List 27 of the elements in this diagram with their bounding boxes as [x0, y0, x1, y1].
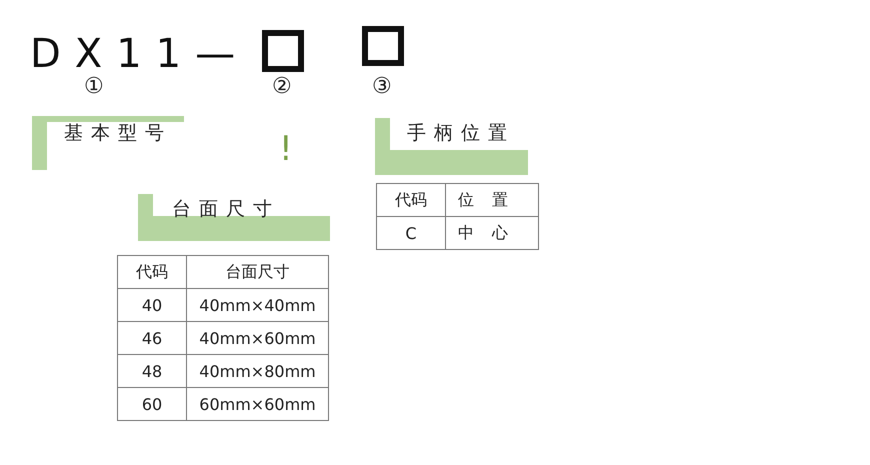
- callout-number: ①: [84, 76, 104, 98]
- table-cell: 48: [142, 362, 162, 380]
- callout-number: ③: [372, 76, 392, 98]
- table-cell: 台面尺寸: [226, 262, 290, 280]
- exclamation-mark: !: [279, 132, 293, 166]
- table-cell: 60mm×60mm: [199, 394, 316, 414]
- heading-band: [32, 116, 184, 170]
- table-cell: 60: [142, 394, 162, 414]
- table-cell: 代码: [395, 190, 427, 208]
- table-cell: 位置: [458, 190, 526, 208]
- section-heading: 基本型号: [64, 121, 172, 146]
- model-code: DX11—: [30, 34, 250, 74]
- table-cell: 40mm×60mm: [199, 328, 316, 348]
- table-cell: 中心: [458, 222, 526, 242]
- heading-band: [138, 194, 330, 241]
- table-cell: 40mm×80mm: [199, 362, 316, 380]
- table-cell: C: [405, 224, 417, 242]
- section-heading: 台面尺寸: [172, 197, 280, 222]
- placeholder-box: [362, 26, 404, 66]
- callout-number: ②: [272, 76, 292, 98]
- table-cell: 46: [142, 328, 162, 348]
- heading-band: [375, 118, 528, 175]
- table-cell: 代码: [136, 262, 168, 280]
- section-heading: 手柄位置: [407, 121, 515, 146]
- table-cell: 40mm×40mm: [199, 296, 316, 314]
- table-cell: 40: [142, 296, 162, 314]
- placeholder-box: [262, 30, 304, 72]
